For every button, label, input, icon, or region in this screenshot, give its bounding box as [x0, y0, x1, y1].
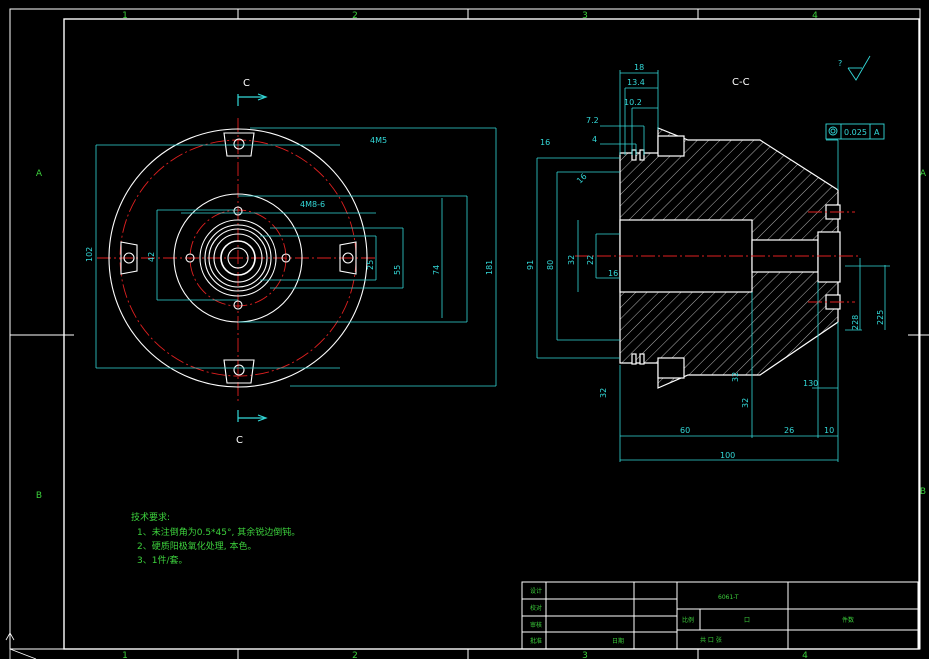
- dim-55: 55: [393, 265, 402, 275]
- notes-title: 技术要求:: [131, 511, 170, 523]
- tb-approve: 批准: [530, 637, 542, 645]
- dim-16-c: 16: [608, 269, 618, 278]
- dim-10-2: 10.2: [624, 98, 642, 107]
- title-block-text: 设计 校对 审核 批准 日期 6061-T 比例 口 件数 共 口 张: [530, 587, 854, 645]
- section-center-line: [575, 211, 860, 303]
- dim-7-2: 7.2: [586, 116, 599, 125]
- notes-item-1: 1、未注倒角为0.5*45°, 其余锐边倒钝。: [137, 526, 300, 538]
- dim-4m8: 4M8-6: [300, 200, 325, 209]
- section-mark-bottom: C: [236, 435, 243, 446]
- front-dimension-text: 4M5 4M8-6 102 42 25 55 74 181: [85, 136, 494, 275]
- tb-material: 6061-T: [718, 594, 739, 601]
- notes-item-2: 2、硬质阳极氧化处理, 本色。: [137, 540, 256, 552]
- tolerance-value: 0.025: [844, 128, 867, 137]
- tb-mark: 口: [744, 617, 750, 624]
- tb-check: 校对: [530, 604, 542, 612]
- ucs-icon: [5, 632, 37, 659]
- tb-scale: 比例: [682, 616, 694, 624]
- dim-13-4: 13.4: [627, 78, 645, 87]
- zone-top-3: 3: [582, 11, 588, 21]
- title-block: [521, 581, 919, 650]
- dim-130: 130: [803, 379, 818, 388]
- dim-phi-22: 22: [586, 255, 595, 265]
- tb-date: 日期: [612, 637, 624, 645]
- dim-228: 228: [851, 315, 860, 330]
- zone-left-a: A: [36, 169, 43, 179]
- tb-count: 件数: [842, 616, 854, 624]
- zone-top-1: 1: [122, 11, 128, 21]
- zone-bottom-4: 4: [802, 651, 808, 659]
- dim-16-a: 16: [540, 138, 550, 147]
- zone-top-2: 2: [352, 11, 358, 21]
- zone-ticks: [10, 9, 929, 659]
- dim-42: 42: [147, 252, 156, 262]
- drawing-frame: [9, 8, 921, 650]
- dim-phi-80: 80: [546, 260, 555, 270]
- roughness-label: ?: [838, 59, 842, 68]
- dim-60: 60: [680, 426, 690, 435]
- technical-notes: 技术要求: 1、未注倒角为0.5*45°, 其余锐边倒钝。 2、硬质阳极氧化处理…: [131, 511, 300, 566]
- zone-right-b: B: [920, 487, 926, 497]
- section-view: C-C: [526, 55, 890, 462]
- dim-32-a: 32: [599, 388, 608, 398]
- dim-181: 181: [485, 260, 494, 275]
- zone-labels: 1 2 3 4 1 2 3 4 A B A B: [36, 11, 927, 659]
- front-dimension-lines: [95, 127, 497, 387]
- section-dimension-text: 18 13.4 10.2 7.2 4 16 16 16 91 80 32 22 …: [526, 63, 885, 460]
- section-view-title: C-C: [732, 77, 750, 88]
- dim-phi-91: 91: [526, 260, 535, 270]
- dim-32-b: 32: [731, 372, 740, 382]
- zone-right-a: A: [920, 169, 927, 179]
- zone-bottom-2: 2: [352, 651, 358, 659]
- dim-102: 102: [85, 247, 94, 262]
- dim-74: 74: [432, 265, 441, 275]
- dim-18: 18: [634, 63, 644, 72]
- tolerance-frame: [825, 123, 885, 140]
- zone-top-4: 4: [812, 11, 818, 21]
- dim-phi-32: 32: [567, 255, 576, 265]
- dim-16-b: 16: [575, 172, 589, 186]
- dim-25: 25: [366, 260, 375, 270]
- section-cut-marks: [237, 93, 268, 422]
- dim-225: 225: [876, 310, 885, 325]
- tb-design: 设计: [530, 587, 542, 595]
- roughness-symbol: [847, 55, 871, 81]
- dim-4m5: 4M5: [370, 136, 387, 145]
- notes-item-3: 3、1件/套。: [137, 554, 188, 566]
- dim-4: 4: [592, 135, 597, 144]
- dim-26: 26: [784, 426, 794, 435]
- section-mark-top: C: [243, 78, 250, 89]
- tolerance-datum: A: [874, 128, 880, 137]
- zone-bottom-3: 3: [582, 651, 588, 659]
- zone-bottom-1: 1: [122, 651, 128, 659]
- front-view: C C 4M5 4M8-6 102 42 25 55 74 181: [85, 78, 497, 446]
- front-center-lines: [97, 118, 378, 402]
- dim-32-c: 32: [741, 398, 750, 408]
- dim-100: 100: [720, 451, 735, 460]
- tb-sheet: 共 口 张: [700, 636, 722, 644]
- dim-10: 10: [824, 426, 834, 435]
- zone-left-b: B: [36, 491, 42, 501]
- tb-review: 审核: [530, 621, 542, 629]
- section-dimension-lines: [536, 70, 890, 462]
